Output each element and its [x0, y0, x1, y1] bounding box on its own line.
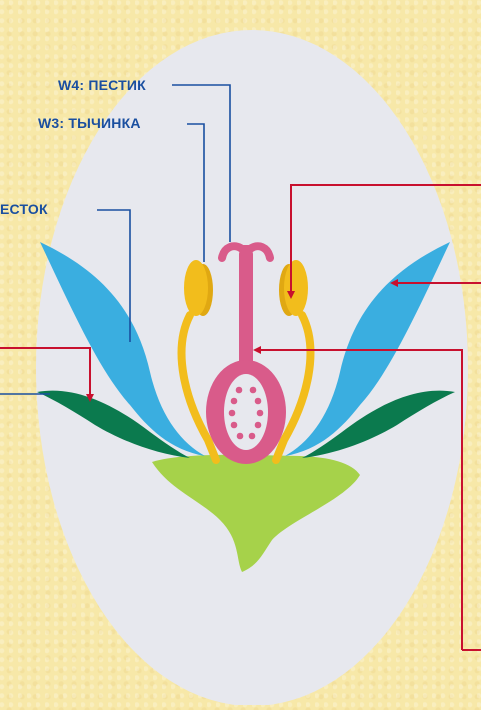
anther-left	[184, 260, 208, 316]
label-stamen: W3: ТЫЧИНКА	[38, 115, 141, 131]
label-pistil: W4: ПЕСТИК	[58, 77, 146, 93]
anther-right	[284, 260, 308, 316]
label-petal: ЕСТОК	[0, 201, 48, 217]
